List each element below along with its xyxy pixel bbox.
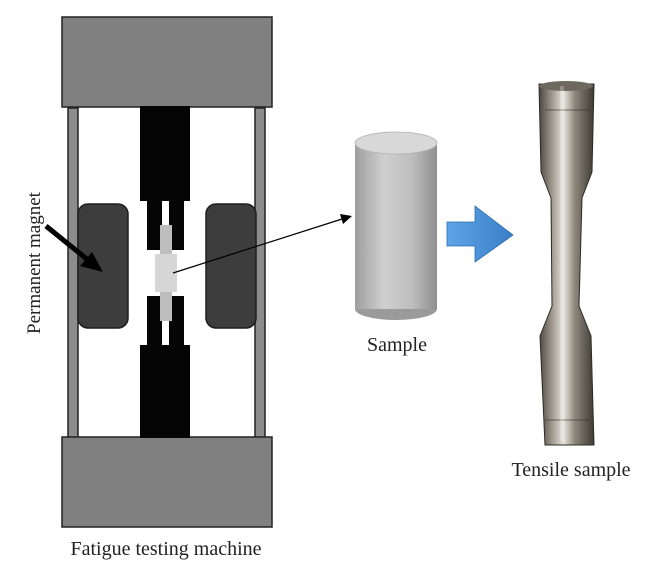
left-column [67,107,79,439]
sample-cylinder [354,131,438,320]
lower-grip-body [140,345,190,438]
blue-right-arrow-icon [446,205,514,263]
fatigue-machine-label: Fatigue testing machine [70,538,261,560]
bottom-crosshead [61,436,273,528]
black-arrow-icon [44,224,103,272]
upper-grip-jaw-right [169,200,184,250]
tensile-sample-label: Tensile sample [511,459,630,481]
left-permanent-magnet [77,203,129,329]
fatigue-testing-machine [61,16,273,528]
specimen-gauge-section [155,254,177,292]
tensile-sample-image [538,81,595,446]
upper-grip-body [140,106,190,201]
top-crosshead [61,16,273,108]
sample-label: Sample [367,334,427,356]
right-permanent-magnet [205,203,257,329]
permanent-magnet-label: Permanent magnet [24,191,45,334]
connector-arrow [172,214,352,274]
upper-grip-jaw-left [147,200,162,250]
lower-grip-jaw-right [169,296,184,346]
lower-grip-jaw-left [147,296,162,346]
